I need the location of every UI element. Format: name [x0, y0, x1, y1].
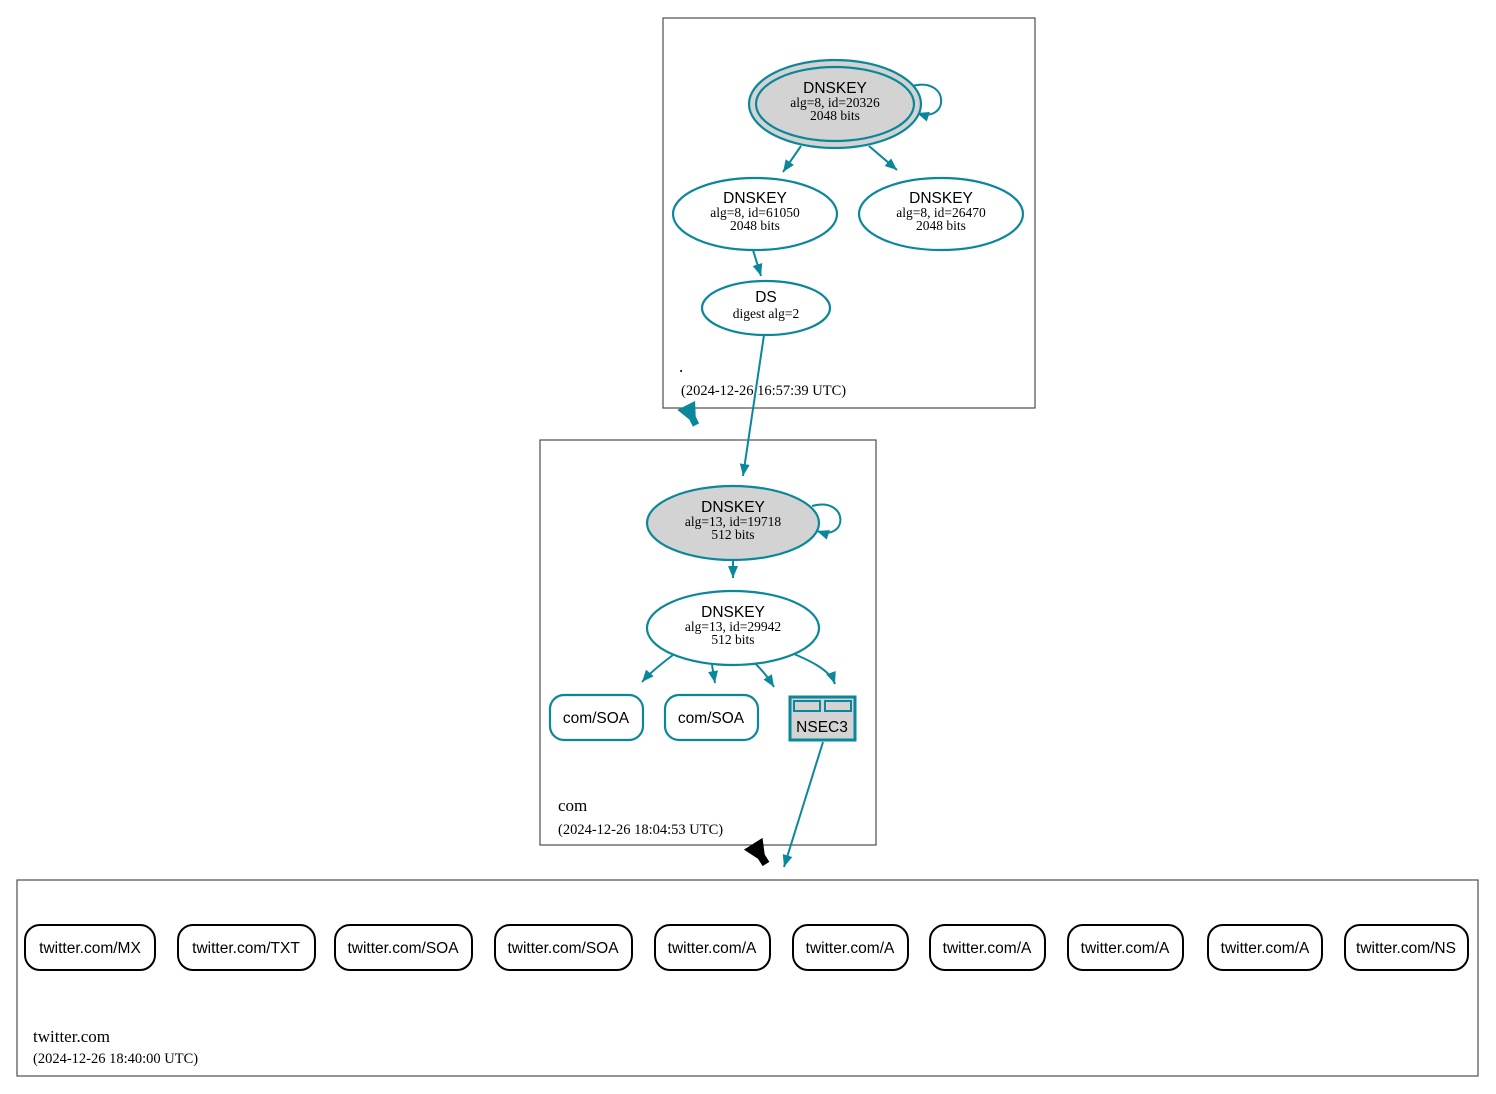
node-twitter-a-3[interactable]: twitter.com/A [929, 924, 1046, 971]
node-root-zsk2-detail2: 2048 bits [916, 218, 966, 233]
node-com-zsk-detail2: 512 bits [711, 632, 754, 647]
edge-com-zsk-to-soa-1 [641, 654, 674, 683]
node-root-ds-title: DS [755, 289, 777, 306]
node-root-ksk-detail2: 2048 bits [810, 108, 860, 123]
node-com-dnskey-ksk-19718[interactable]: DNSKEY alg=13, id=19718 512 bits [645, 484, 821, 562]
node-twitter-a-4[interactable]: twitter.com/A [1067, 924, 1184, 971]
node-com-zsk-detail1: alg=13, id=29942 [685, 619, 781, 634]
node-com-soa-1[interactable]: com/SOA [548, 693, 645, 742]
node-twitter-a-5[interactable]: twitter.com/A [1207, 924, 1323, 971]
node-root-dnskey-ksk-20326[interactable]: DNSKEY alg=8, id=20326 2048 bits [747, 58, 923, 150]
node-root-ksk-title: DNSKEY [803, 80, 867, 97]
node-root-zsk1-ellipse [671, 176, 839, 252]
edge-nsec3-to-twitter-zone [782, 741, 824, 868]
node-twitter-soa-1-label: twitter.com/SOA [347, 940, 459, 957]
node-com-soa-2-rect [663, 693, 760, 742]
node-twitter-a-1-rect [654, 924, 771, 971]
node-root-zsk2-detail1: alg=8, id=26470 [896, 205, 986, 220]
node-twitter-ns-label: twitter.com/NS [1356, 940, 1456, 957]
node-root-zsk2-ellipse [857, 176, 1025, 252]
node-twitter-a-3-rect [929, 924, 1046, 971]
node-twitter-ns[interactable]: twitter.com/NS [1344, 924, 1469, 971]
node-twitter-a-5-label: twitter.com/A [1221, 940, 1310, 957]
node-com-ksk-detail2: 512 bits [711, 527, 754, 542]
node-root-zsk1-title: DNSKEY [723, 190, 787, 207]
node-twitter-ns-rect [1344, 924, 1469, 971]
node-root-ds-detail1: digest alg=2 [733, 306, 799, 321]
node-twitter-txt-rect [177, 924, 316, 971]
node-twitter-a-4-label: twitter.com/A [1081, 940, 1170, 957]
node-com-nsec3-label: NSEC3 [796, 719, 848, 736]
zone-box-root [662, 17, 1036, 409]
node-root-dnskey-26470[interactable]: DNSKEY alg=8, id=26470 2048 bits [857, 176, 1025, 252]
zone-twitter-timestamp: (2024-12-26 18:40:00 UTC) [33, 1051, 198, 1067]
node-com-nsec3[interactable]: NSEC3 [788, 695, 857, 742]
node-root-ds[interactable]: DS digest alg=2 [700, 279, 832, 337]
node-twitter-txt-label: twitter.com/TXT [192, 940, 300, 957]
node-twitter-a-1-label: twitter.com/A [668, 940, 757, 957]
node-com-soa-1-rect [548, 693, 645, 742]
zone-root-timestamp: (2024-12-26 16:57:39 UTC) [681, 383, 846, 399]
node-twitter-a-5-rect [1207, 924, 1323, 971]
node-com-soa-2-label: com/SOA [678, 710, 745, 727]
edge-root-ksk-to-zsk-26470 [868, 145, 898, 171]
node-com-soa-2[interactable]: com/SOA [663, 693, 760, 742]
node-com-ksk-title: DNSKEY [701, 499, 765, 516]
node-twitter-a-2-rect [792, 924, 909, 971]
node-com-zsk-ellipse [645, 589, 821, 667]
node-com-zsk-title: DNSKEY [701, 604, 765, 621]
edge-root-ksk-to-zsk-61050 [782, 145, 802, 173]
node-root-zsk1-detail1: alg=8, id=61050 [710, 205, 800, 220]
node-root-ksk-outer-ellipse [747, 58, 923, 150]
node-root-ksk-detail1: alg=8, id=20326 [790, 95, 880, 110]
zone-com-name: com [558, 796, 587, 815]
node-twitter-soa-2-rect [494, 924, 633, 971]
node-twitter-a-4-rect [1067, 924, 1184, 971]
node-twitter-soa-2[interactable]: twitter.com/SOA [494, 924, 633, 971]
node-root-ds-ellipse [700, 279, 832, 337]
zone-box-com [539, 439, 877, 846]
edge-zsk-61050-to-ds [752, 249, 763, 277]
node-twitter-a-2-label: twitter.com/A [806, 940, 895, 957]
zone-root-name: . [679, 357, 683, 376]
node-com-dnskey-zsk-29942[interactable]: DNSKEY alg=13, id=29942 512 bits [645, 589, 821, 667]
edge-com-zsk-to-soa-2 [708, 664, 718, 684]
node-twitter-soa-1[interactable]: twitter.com/SOA [334, 924, 473, 971]
node-twitter-mx[interactable]: twitter.com/MX [24, 924, 156, 971]
node-twitter-soa-1-rect [334, 924, 473, 971]
edge-secure-delegation-root-to-com [677, 400, 700, 427]
node-twitter-mx-label: twitter.com/MX [39, 940, 141, 957]
zone-com-timestamp: (2024-12-26 18:04:53 UTC) [558, 822, 723, 838]
node-root-zsk2-title: DNSKEY [909, 190, 973, 207]
node-com-ksk-detail1: alg=13, id=19718 [685, 514, 781, 529]
node-com-soa-1-label: com/SOA [563, 710, 630, 727]
node-root-ksk-inner-ellipse [754, 65, 916, 143]
node-twitter-txt[interactable]: twitter.com/TXT [177, 924, 316, 971]
node-twitter-soa-2-label: twitter.com/SOA [507, 940, 619, 957]
node-com-nsec3-cell-right [824, 700, 852, 712]
edge-ds-to-com-ksk [739, 334, 765, 477]
zone-twitter-name: twitter.com [33, 1027, 110, 1046]
node-twitter-a-3-label: twitter.com/A [943, 940, 1032, 957]
edge-com-ksk-self-sign-loop [811, 503, 842, 540]
edge-root-ksk-self-sign-loop [911, 83, 943, 122]
node-com-ksk-ellipse [645, 484, 821, 562]
node-twitter-a-1[interactable]: twitter.com/A [654, 924, 771, 971]
edge-insecure-delegation-com-to-twitter [743, 837, 770, 867]
node-twitter-a-2[interactable]: twitter.com/A [792, 924, 909, 971]
node-root-zsk1-detail2: 2048 bits [730, 218, 780, 233]
node-root-dnskey-61050[interactable]: DNSKEY alg=8, id=61050 2048 bits [671, 176, 839, 252]
zone-box-twitter [16, 879, 1479, 1077]
node-twitter-mx-rect [24, 924, 156, 971]
node-com-nsec3-cell-left [793, 700, 821, 712]
